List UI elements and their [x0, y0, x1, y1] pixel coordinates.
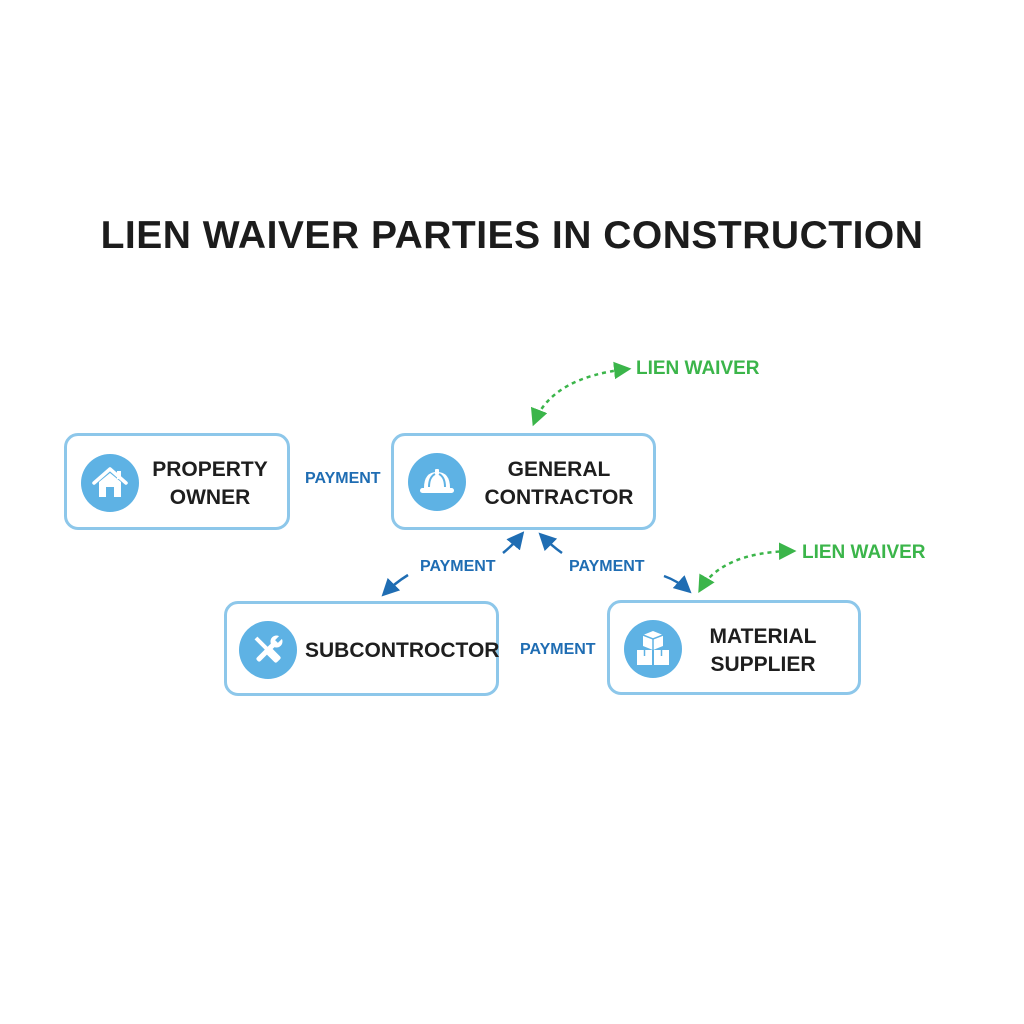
- node-label: MATERIAL SUPPLIER: [709, 625, 817, 676]
- diagram-title: LIEN WAIVER PARTIES IN CONSTRUCTION: [100, 214, 924, 257]
- lien-waiver-arrow-gc: [530, 361, 632, 427]
- edge-label-owner-gc: PAYMENT: [305, 470, 381, 487]
- edge-label-lien-waiver-gc: LIEN WAIVER: [636, 358, 760, 379]
- lien-waiver-arrow-supplier: [698, 542, 797, 594]
- edge-label-sub-supplier: PAYMENT: [520, 641, 596, 658]
- edge-label-gc-supplier: PAYMENT: [569, 558, 645, 575]
- node-subcontractor: SUBCONTROCTOR: [224, 601, 499, 696]
- hard-hat-icon: [408, 453, 466, 511]
- arrow-sub-to-gc: [502, 531, 525, 554]
- wrench-screwdriver-icon: [239, 621, 297, 679]
- node-label: PROPERTY OWNER: [152, 458, 268, 509]
- node-label: GENERAL CONTRACTOR: [484, 458, 634, 509]
- edge-label-lien-waiver-supplier: LIEN WAIVER: [802, 542, 926, 563]
- edge-label-gc-sub: PAYMENT: [420, 558, 496, 575]
- boxes-icon: [624, 620, 682, 678]
- node-material-supplier: MATERIAL SUPPLIER: [607, 600, 861, 695]
- node-general-contractor: GENERAL CONTRACTOR: [391, 433, 656, 530]
- node-label: SUBCONTROCTOR: [305, 639, 500, 662]
- arrow-gc-to-supplier: [663, 574, 692, 594]
- arrow-supplier-to-gc: [538, 532, 563, 555]
- node-property-owner: PROPERTY OWNER: [64, 433, 290, 530]
- house-icon: [81, 454, 139, 512]
- arrow-gc-to-sub-left: [381, 573, 409, 597]
